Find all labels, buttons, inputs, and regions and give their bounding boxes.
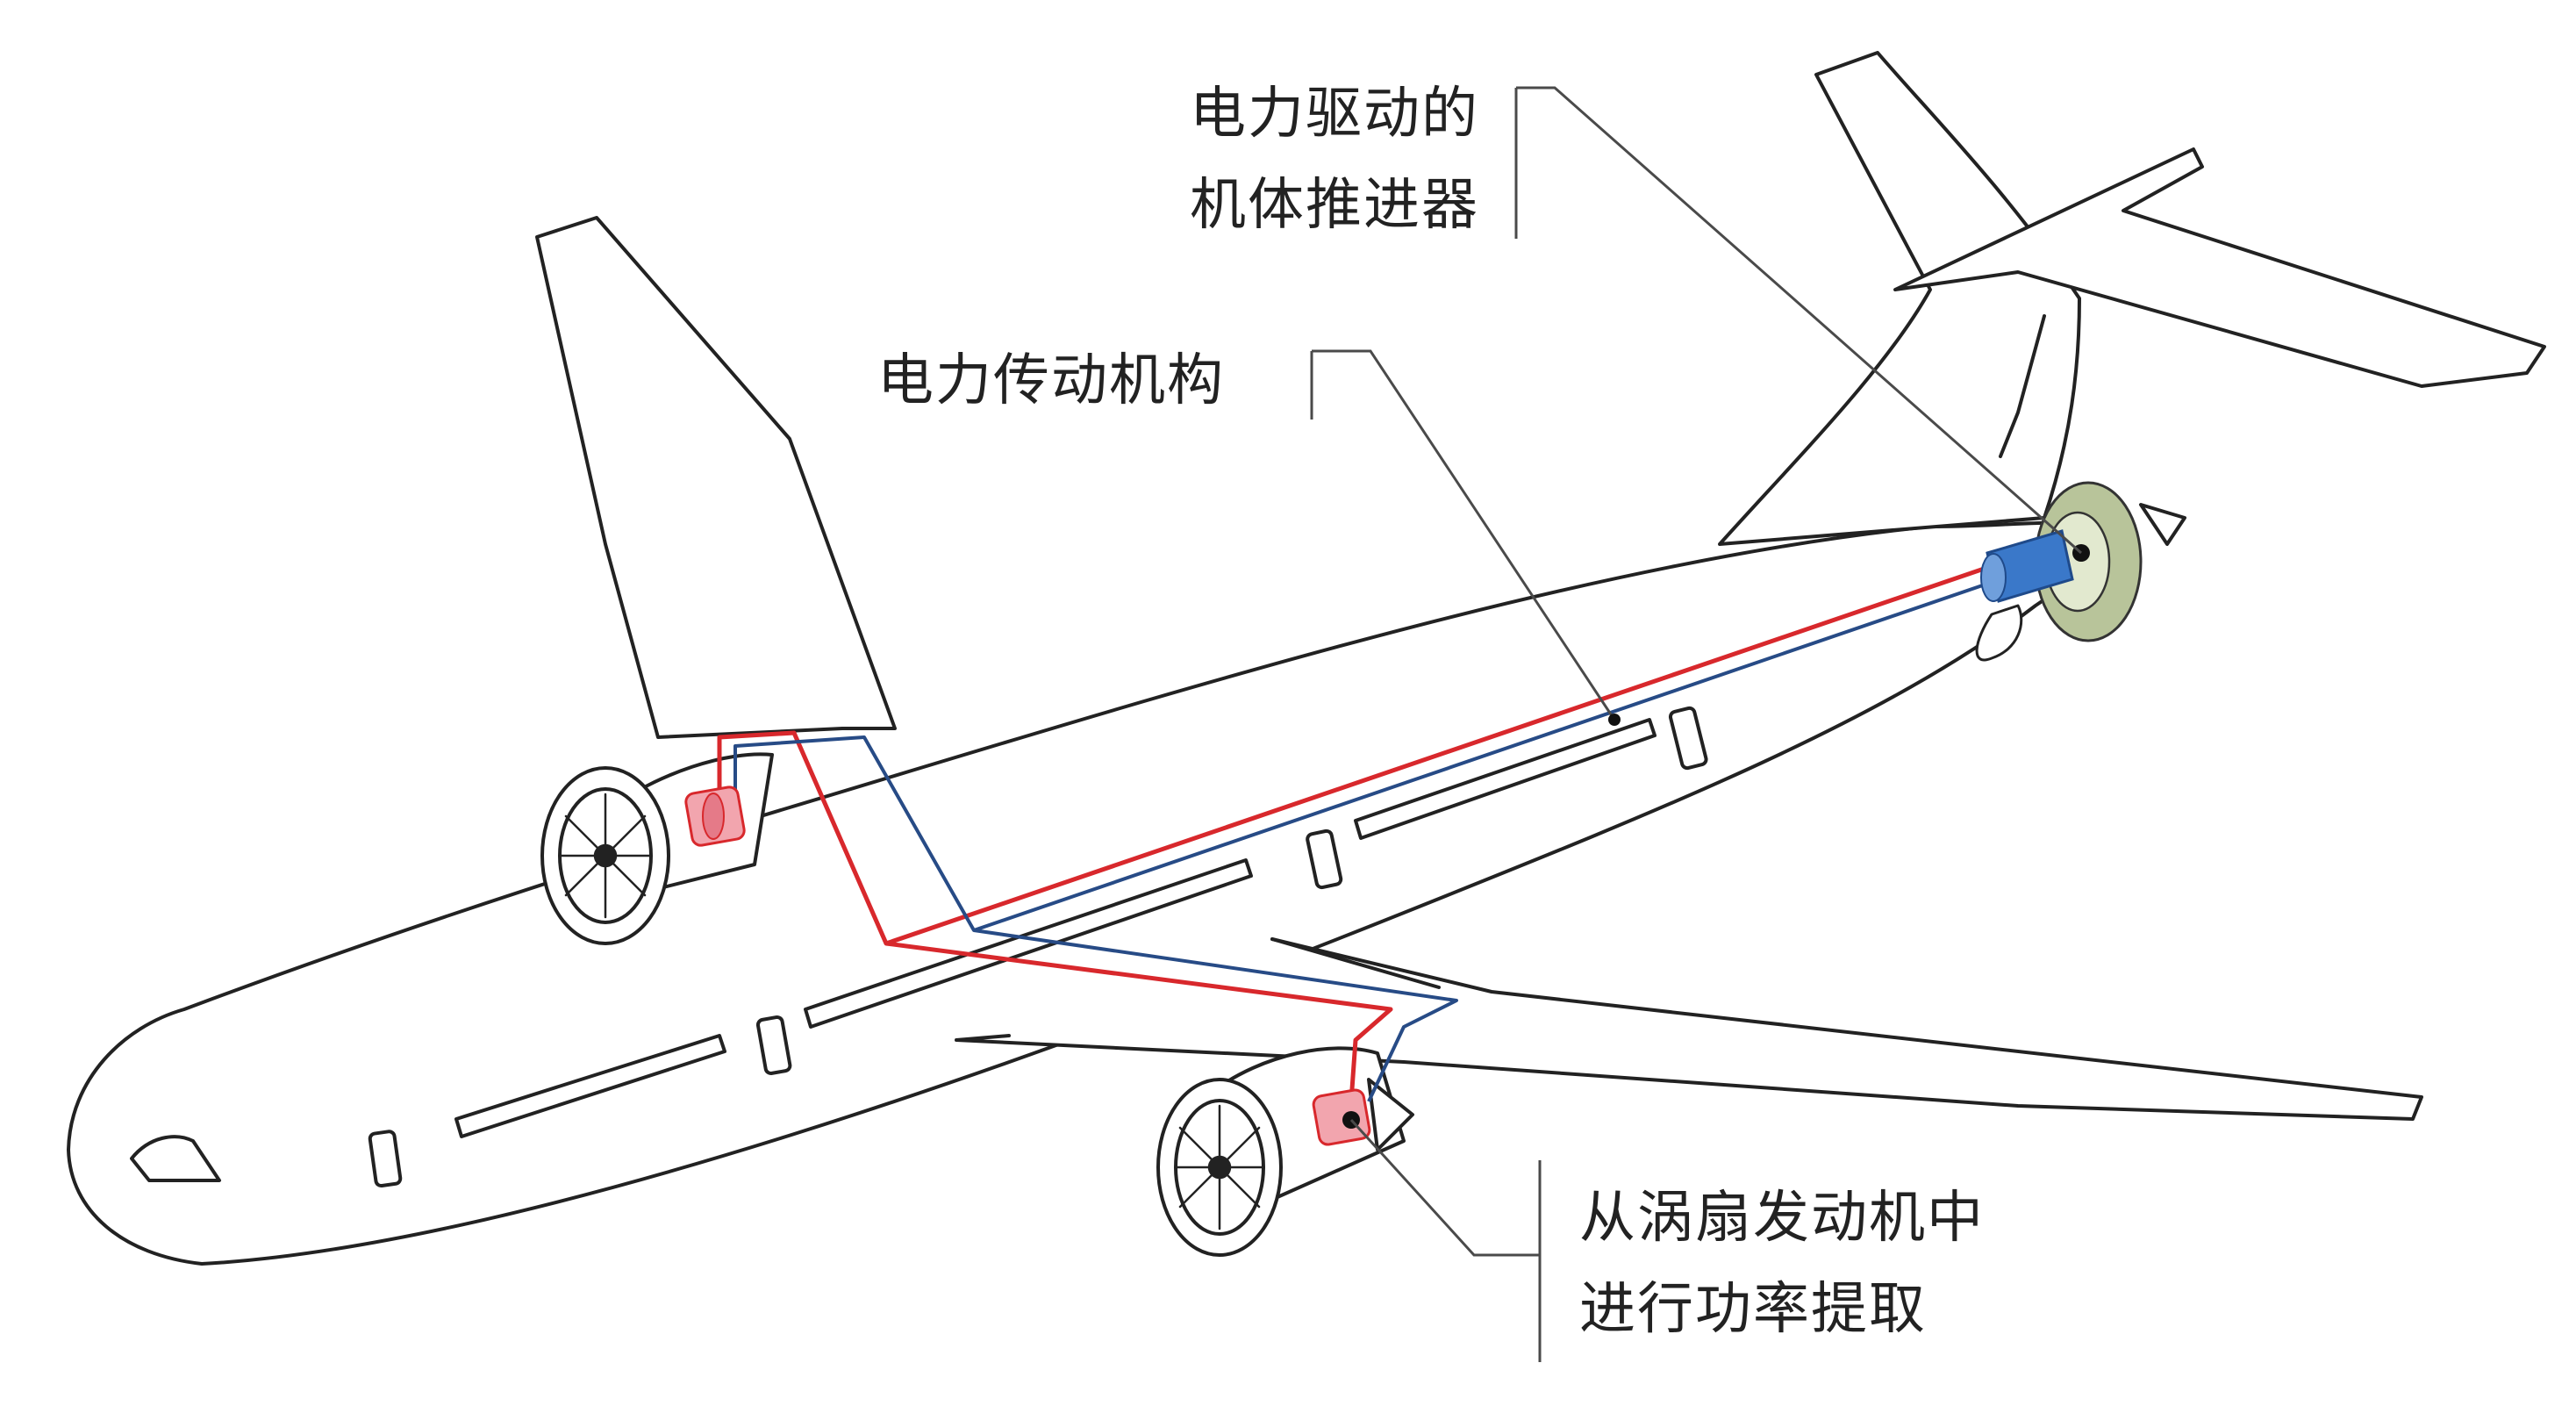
door-mid-2: [1306, 829, 1343, 890]
motor-icon: [1980, 529, 2090, 603]
label-power-extraction: 从涡扇发动机中 进行功率提取: [1579, 1173, 1985, 1355]
label-electric-thruster: 电力驱动的 机体推进器: [1137, 68, 1479, 251]
fan-icon: [1174, 1104, 1265, 1230]
door-rear: [1668, 706, 1708, 771]
generator-icon: [684, 785, 746, 847]
window-strip-3: [1354, 718, 1657, 840]
leader-thruster: [1514, 86, 2082, 555]
label-line: 机体推进器: [1190, 173, 1479, 238]
fan-icon: [560, 793, 651, 919]
label-line: 从涡扇发动机中: [1579, 1186, 1985, 1251]
label-line: 进行功率提取: [1579, 1277, 1927, 1342]
label-line: 电力驱动的: [1190, 82, 1479, 147]
signal-cable: [733, 577, 2001, 1102]
left-wing: [535, 216, 897, 739]
window-strip-1: [454, 1034, 726, 1138]
right-wing: [955, 937, 2423, 1121]
leader-extraction: [1349, 1118, 1542, 1362]
wing-root-line: [1270, 937, 1441, 989]
label-line: 电力传动机构: [877, 348, 1225, 413]
power-cable: [717, 563, 1993, 1102]
window-strip-2: [804, 858, 1253, 1029]
horizontal-stabilizer: [1893, 147, 2546, 388]
right-engine: [1156, 1046, 1414, 1257]
cockpit-window: [130, 1135, 221, 1182]
stabilizer-root: [1999, 314, 2046, 458]
vertical-tail: [1718, 51, 2081, 546]
leader-dot: [1608, 714, 1621, 726]
door-front: [368, 1130, 403, 1188]
door-mid-1: [755, 1015, 792, 1075]
label-electric-transmission: 电力传动机构: [877, 335, 1225, 427]
generator-icon: [1312, 1088, 1371, 1146]
leader-transmission: [1310, 349, 1616, 721]
fuselage: [67, 520, 2109, 1266]
